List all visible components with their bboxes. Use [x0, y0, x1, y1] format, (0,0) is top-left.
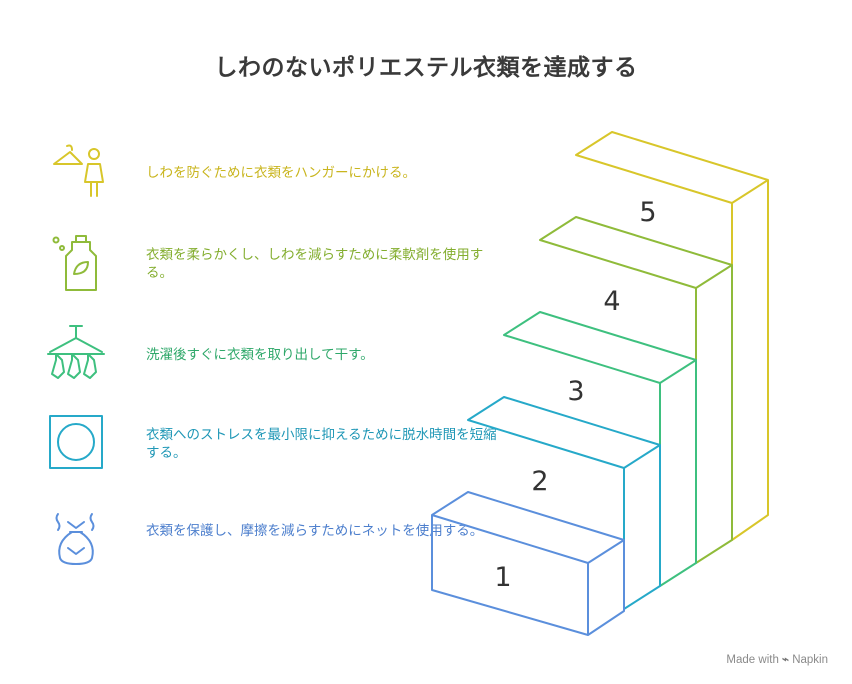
- step-row-5: しわを防ぐために衣類をハンガーにかける。: [40, 140, 510, 210]
- stair-step-2: [467, 396, 661, 610]
- napkin-brand: Napkin: [792, 654, 828, 666]
- stair-step-1: [431, 491, 625, 636]
- laundry-bag-icon: [55, 513, 95, 565]
- step-number-5: 5: [639, 197, 656, 228]
- step-text-1: 衣類を保護し、摩擦を減らすためにネットを使用する。: [146, 523, 484, 539]
- page-title: しわのないポリエステル衣類を達成する: [214, 55, 638, 81]
- softener-bottle-icon: [52, 235, 97, 291]
- stair-step-5: [575, 131, 769, 541]
- step-number-4: 4: [603, 286, 620, 317]
- step-row-2: 衣類へのストレスを最小限に抑えるために脱水時間を短縮する。: [40, 412, 510, 482]
- stair-step-4: [539, 216, 733, 564]
- step-row-3: 洗濯後すぐに衣類を取り出して干す。: [40, 322, 510, 392]
- stair-step-3: [503, 311, 697, 587]
- hanger-person-icon: [53, 144, 104, 197]
- step-number-1: 1: [494, 562, 511, 593]
- step-text-4: 衣類を柔らかくし、しわを減らすために柔軟剤を使用する。: [146, 247, 484, 281]
- step-text-2: 衣類へのストレスを最小限に抑えるために脱水時間を短縮する。: [146, 427, 497, 461]
- step-text-5: しわを防ぐために衣類をハンガーにかける。: [146, 165, 416, 181]
- step-number-3: 3: [567, 376, 584, 407]
- step-number-2: 2: [531, 466, 548, 497]
- washing-drum-icon: [49, 415, 103, 469]
- step-row-4: 衣類を柔らかくし、しわを減らすために柔軟剤を使用する。: [40, 232, 510, 302]
- drying-rack-icon: [47, 325, 105, 379]
- step-text-3: 洗濯後すぐに衣類を取り出して干す。: [146, 347, 374, 363]
- napkin-bolt-icon: ⌁: [782, 654, 789, 666]
- made-with-napkin[interactable]: Made with ⌁ Napkin: [726, 652, 828, 666]
- made-with-label: Made with: [726, 654, 779, 666]
- step-row-1: 衣類を保護し、摩擦を減らすためにネットを使用する。: [40, 508, 510, 578]
